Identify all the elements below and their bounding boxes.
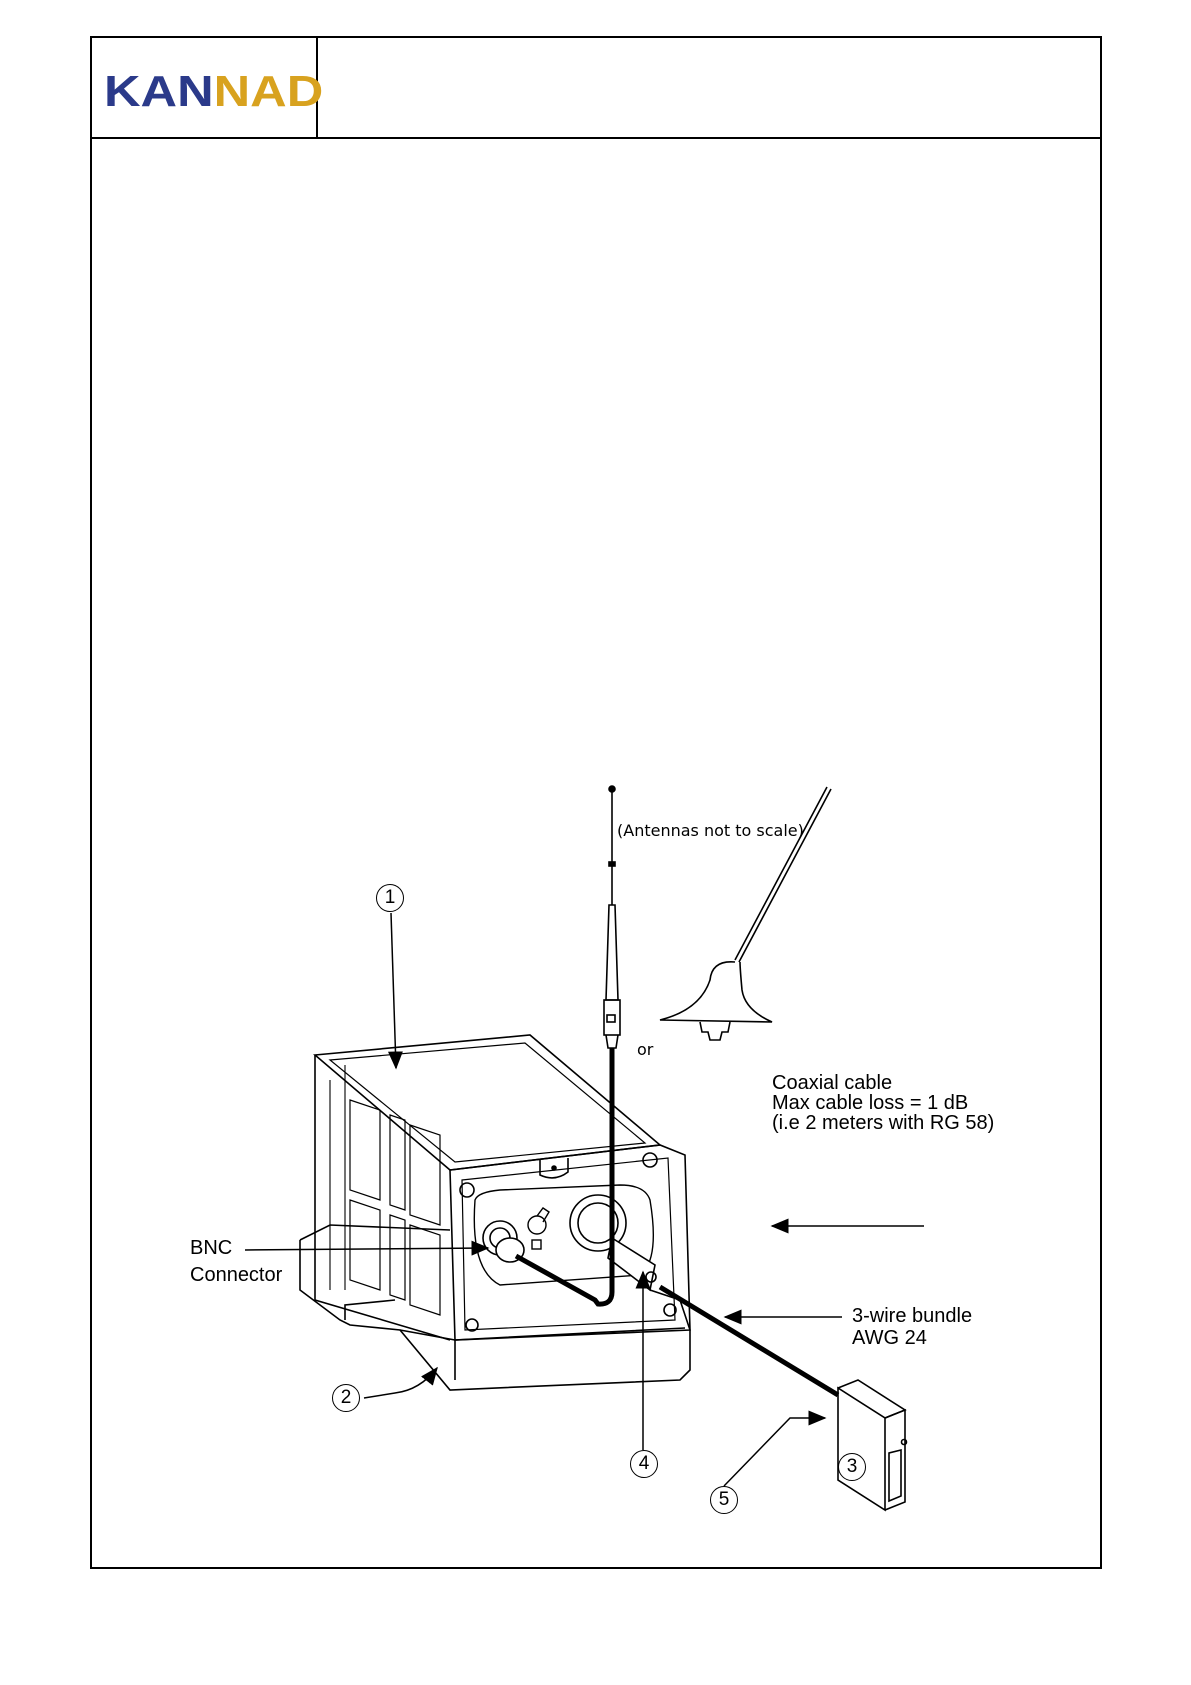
callout-1: 1 [376,884,404,912]
coax-label-line1: Coaxial cable [772,1073,892,1093]
callout-3: 3 [838,1453,866,1481]
coax-label-line3: (i.e 2 meters with RG 58) [772,1113,994,1133]
bundle-label-line2: AWG 24 [852,1328,927,1348]
bnc-label-line1: BNC [190,1238,232,1258]
bundle-label-line1: 3-wire bundle [852,1306,972,1326]
callout-5: 5 [710,1486,738,1514]
beacon-box [315,1035,690,1340]
coax-label-line2: Max cable loss = 1 dB [772,1093,968,1113]
antennas-not-to-scale-note: (Antennas not to scale) [617,823,804,839]
remote-control-unit [838,1380,907,1510]
or-label: or [637,1042,653,1058]
bnc-label-line2: Connector [190,1265,282,1285]
callout-4: 4 [630,1450,658,1478]
toggle-switch [528,1208,549,1249]
callout-2: 2 [332,1384,360,1412]
